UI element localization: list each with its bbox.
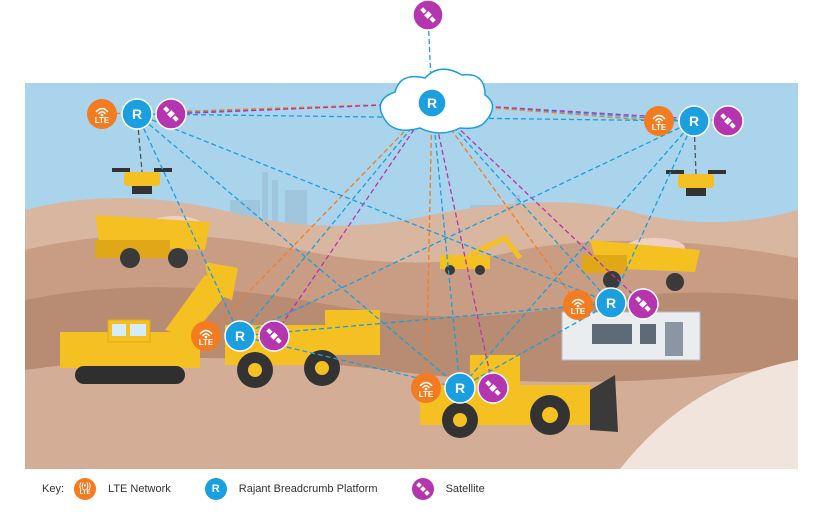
lte-node-bc: LTE [411,373,441,403]
network-link [431,102,660,122]
lte-label: LTE [199,338,214,347]
satellite-icon [485,380,501,396]
legend-title: Key: [42,483,65,495]
lte-node-mr: LTE [563,290,593,320]
letter-r-icon: R [235,328,245,344]
network-link [273,102,433,337]
drone-right-icon [666,170,726,196]
network-link [239,102,433,337]
sand-pile [620,360,798,469]
wifi-signal-icon [419,381,433,389]
bulldozer-icon [420,355,618,438]
legend-item-label: Satellite [445,483,485,495]
rajant-node-tr: R [678,105,710,137]
network-link [136,113,695,122]
network-link [136,113,241,337]
satellite-icon [720,113,736,129]
lte-label: LTE [652,123,667,132]
wifi-signal-icon [95,107,109,115]
legend-item-label: LTE Network [108,483,171,495]
drone-left-icon [112,168,172,194]
rajant-node-bc: R [444,372,476,404]
haul-truck-right-icon [582,240,700,291]
lte-label: LTE [95,116,110,125]
letter-r-icon: R [427,95,437,111]
top-satellite-node [412,0,444,31]
network-link [431,102,612,304]
satellite-node-mr [627,288,659,320]
legend-rajant-icon-text: R [211,483,220,495]
letter-r-icon: R [689,113,699,129]
haul-truck-left-icon [95,215,210,268]
network-link [239,302,612,337]
satellite-icon [411,478,434,500]
network-link [459,120,695,389]
network-link [205,102,433,337]
letter-r-icon: R [132,106,142,122]
satellite-icon [635,296,651,312]
satellite-icon [420,7,436,23]
satellite-icon [163,106,179,122]
cloud-rajant-node: R [417,88,447,118]
legend-item-rajant: R Rajant Breadcrumb Platform [204,478,378,500]
letter-r-icon: R [606,295,616,311]
mine-landscape [25,83,798,469]
letter-r-icon: R [455,380,465,396]
lte-node-tl: LTE [87,99,117,129]
legend-lte-icon-text: LTE [79,489,91,496]
network-link [136,113,612,304]
legend-item-satellite: Satellite [411,478,485,500]
network-link [431,102,644,305]
satellite-icon [266,328,282,344]
lte-node-ml: LTE [191,321,221,351]
lte-label: LTE [571,307,586,316]
wifi-signal-icon [199,329,213,337]
network-link [136,113,461,389]
network-links [101,14,729,389]
wheel-loader-icon [60,262,238,384]
wifi-signal-icon: ((•)) LTE [74,478,97,500]
rajant-node-tl: R [121,98,153,130]
satellite-node-ml [258,320,290,352]
rajant-node-ml: R [224,320,256,352]
satellite-node-tr [712,105,744,137]
legend-item-lte: ((•)) LTE LTE Network [74,478,171,500]
network-link [610,120,695,304]
letter-r-icon: R [204,478,227,500]
rajant-node-mr: R [595,287,627,319]
legend: Key: ((•)) LTE LTE Network R Rajant Brea… [42,472,519,506]
lte-label: LTE [419,390,434,399]
satellite-node-bc [477,372,509,404]
network-nodes: R LTE R LTE R LTE R LTE R LTE R [87,0,744,404]
wifi-signal-icon [652,114,666,122]
satellite-node-tl [155,98,187,130]
site-office-icon [561,311,701,361]
network-link [431,102,494,389]
network-link [431,102,579,306]
excavator-icon [440,234,522,275]
network-link [239,120,695,337]
lte-node-tr: LTE [644,106,674,136]
wifi-signal-icon [571,298,585,306]
legend-item-label: Rajant Breadcrumb Platform [238,483,378,495]
vehicles [60,168,726,438]
